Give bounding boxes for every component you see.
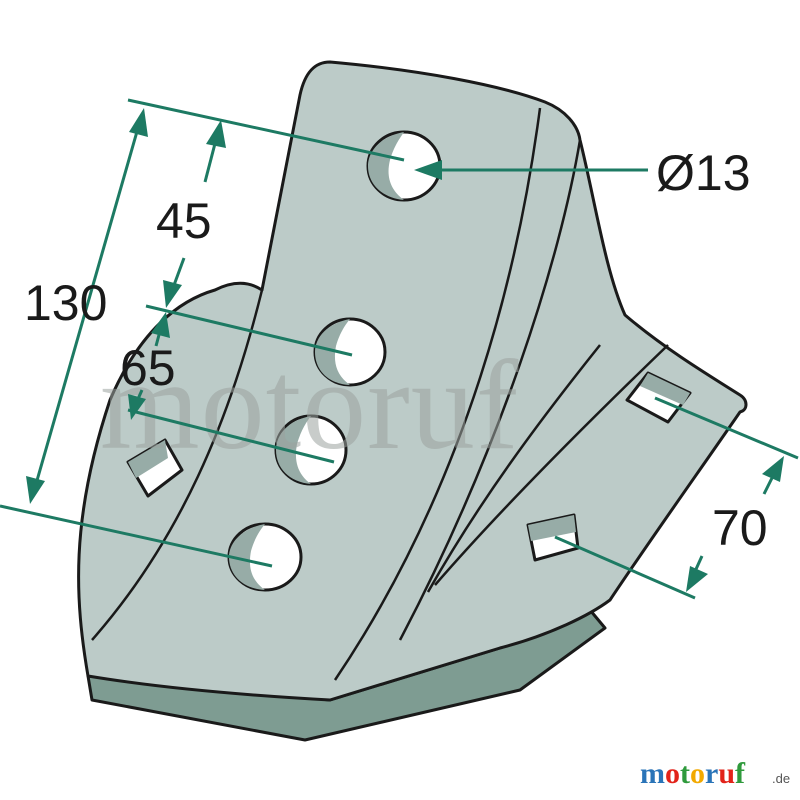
brand-logo: motoruf .de (640, 757, 790, 790)
extension-line-square-upper (654, 396, 799, 460)
logo-letter: m (640, 757, 665, 790)
dim-65-label: 65 (120, 340, 176, 396)
round-hole-4 (227, 522, 303, 592)
dim-130-arrow-bottom (26, 476, 45, 504)
dim-45-arrow-top (206, 120, 226, 148)
diameter-leader-arrow (414, 160, 442, 180)
logo-letter: u (718, 757, 735, 790)
dim-65-arrow-top (151, 312, 170, 338)
round-hole-1 (366, 130, 442, 202)
fold-line-3 (91, 289, 264, 641)
dim-70-arrow-top (762, 456, 784, 482)
watermark-text: motoruf (100, 334, 519, 476)
round-hole-3 (274, 414, 348, 486)
square-hole-upper-right (625, 371, 692, 424)
logo-letter: o (690, 757, 705, 790)
dimension-labels: Ø13 45 130 65 70 (24, 145, 768, 556)
logo-letter: r (705, 757, 718, 790)
dim-70-label: 70 (712, 500, 768, 556)
logo-wordmark: motoruf (640, 757, 746, 790)
extension-line-third-hole (127, 408, 335, 464)
extension-line-second-hole (145, 304, 353, 357)
dim-45-arrow-bottom (163, 280, 182, 308)
logo-letter: t (680, 757, 690, 790)
round-holes (227, 130, 442, 592)
round-hole-2 (313, 317, 387, 387)
logo-suffix: .de (772, 771, 790, 786)
fold-line-2 (398, 139, 582, 641)
fold-line-1 (333, 107, 542, 681)
dim-45-label: 45 (156, 193, 212, 249)
dim-130-label: 130 (24, 275, 107, 331)
dim-130-arrow-top (129, 108, 148, 137)
dim-65-arrow-bottom (128, 394, 146, 420)
fold-line-4 (426, 344, 601, 593)
square-hole-left (126, 438, 184, 498)
extension-line-bottom-hole (0, 504, 273, 568)
dim-70-arrow-bottom (686, 566, 708, 592)
fold-line-5 (434, 344, 669, 586)
extension-line-top-hole (127, 98, 405, 162)
dimension-lines (0, 98, 799, 600)
square-holes (126, 371, 692, 562)
logo-letter: o (665, 757, 680, 790)
extension-line-square-lower (554, 535, 696, 600)
logo-letter: f (735, 757, 746, 790)
dim-130-line (34, 127, 140, 485)
diameter-label: Ø13 (656, 145, 751, 201)
